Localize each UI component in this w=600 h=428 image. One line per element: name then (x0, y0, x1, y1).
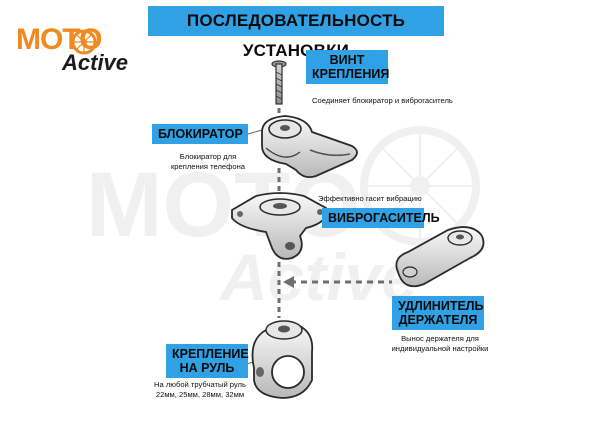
screw-part (271, 60, 287, 105)
desc-damper: Эффективно гасит вибрацию (318, 194, 422, 203)
desc-extender-line2: индивидуальной настройки (391, 344, 489, 353)
desc-extender-line1: Вынос держателя для (401, 334, 479, 343)
label-extender-line2: ДЕРЖАТЕЛЯ (398, 313, 478, 327)
arrow-head-icon (283, 276, 294, 288)
label-screw-line2: КРЕПЛЕНИЯ (312, 67, 390, 81)
desc-extender: Вынос держателя для индивидуальной настр… (380, 334, 500, 354)
pointer-lock (247, 129, 263, 135)
watermark-active: Active (218, 240, 418, 314)
label-extender: УДЛИНИТЕЛЬ ДЕРЖАТЕЛЯ (392, 296, 484, 330)
damper-part (231, 192, 328, 260)
label-screw-line1: ВИНТ (329, 53, 365, 67)
desc-mount-line1: На любой трубчатый руль (154, 380, 246, 389)
logo-wheel-icon (71, 29, 97, 55)
desc-mount: На любой трубчатый руль 22мм, 25мм, 28мм… (140, 380, 260, 400)
label-mount-line1: КРЕПЛЕНИЕ (172, 347, 249, 361)
desc-mount-line2: 22мм, 25мм, 28мм, 32мм (155, 390, 245, 399)
label-lock: БЛОКИРАТОР (152, 124, 248, 144)
lock-part (261, 115, 358, 179)
extender-part (395, 226, 485, 288)
label-mount-line2: НА РУЛЬ (179, 361, 235, 375)
logo-active: Active (62, 50, 129, 75)
logo-moto: MOTO (16, 23, 102, 56)
page-title: ПОСЛЕДОВАТЕЛЬНОСТЬ УСТАНОВКИ (148, 6, 444, 60)
label-screw: ВИНТ КРЕПЛЕНИЯ (306, 50, 390, 84)
label-extender-line1: УДЛИНИТЕЛЬ (398, 299, 484, 313)
desc-lock-line2: крепления телефона (170, 162, 246, 171)
desc-screw: Соединяет блокиратор и виброгаситель (312, 96, 453, 105)
desc-lock: Блокиратор для крепления телефона (158, 152, 258, 172)
label-damper: ВИБРОГАСИТЕЛЬ (322, 208, 440, 228)
mount-part (251, 320, 314, 399)
label-mount: КРЕПЛЕНИЕ НА РУЛЬ (166, 344, 249, 378)
logo: MOTO Active (16, 24, 146, 74)
desc-lock-line1: Блокиратор для (179, 152, 237, 161)
